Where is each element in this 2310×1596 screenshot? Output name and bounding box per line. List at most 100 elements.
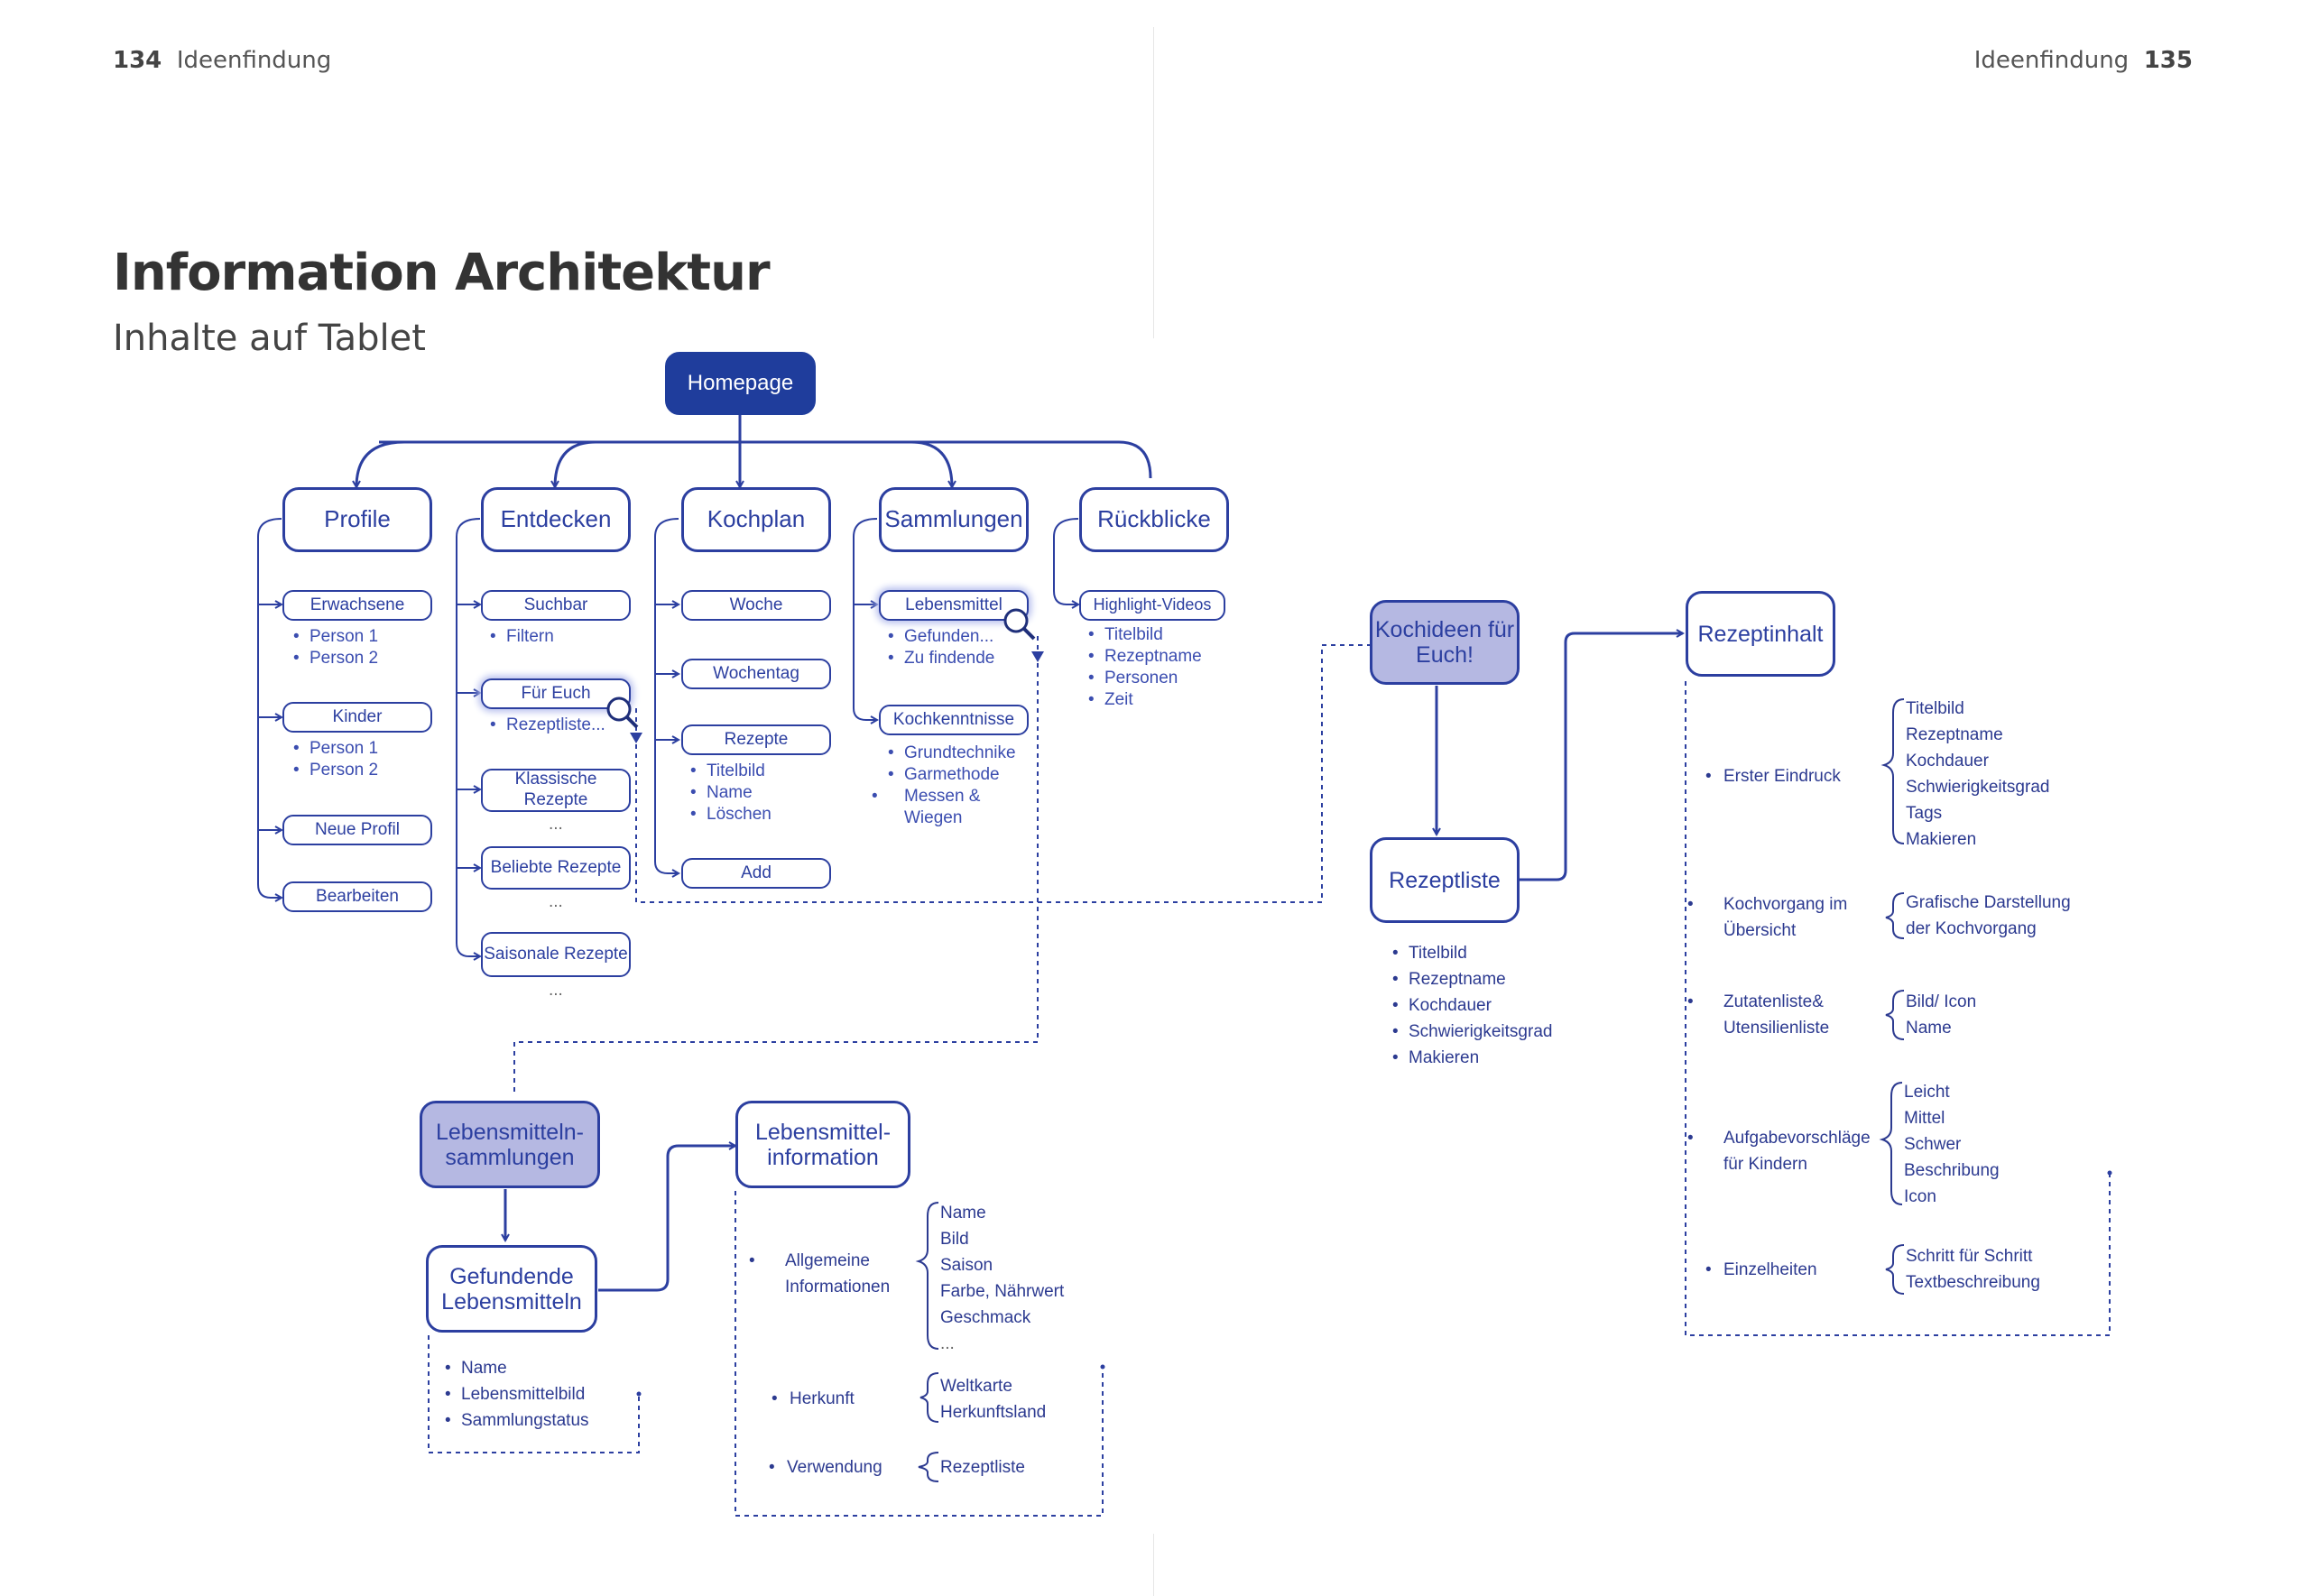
list-item: Löschen [690, 804, 772, 826]
sammlungen-node: Sammlungen [879, 487, 1029, 552]
left-page-number: 134 [113, 47, 162, 74]
list-item: Icon [1904, 1187, 1936, 1206]
list-item: Grundtechnike [888, 743, 1023, 764]
list-item: Person 1 [293, 738, 378, 760]
list-item: Person 2 [293, 648, 378, 669]
list-item: Mittel [1904, 1109, 1945, 1128]
list-item: Gefunden... [888, 626, 994, 648]
rezeptinhalt-group-items: Schritt für Schritt Textbeschreibung [1906, 1243, 2040, 1296]
list-item: Filtern [490, 626, 554, 648]
list-item: Rezeptliste... [490, 715, 605, 736]
list-item: Sammlungstatus [445, 1407, 589, 1434]
rezeptinhalt-group-label: Aufgabevorschläge für Kindern [1705, 1125, 1886, 1177]
list-item: Beschribung [1904, 1161, 2000, 1180]
list-item: Lebensmittelbild [445, 1381, 589, 1407]
kochkenntnisse-list: Grundtechnike Garmethode Messen & Wiegen [888, 743, 1023, 829]
list-item: Rezeptliste [940, 1458, 1025, 1477]
left-page-header: 134 Ideenfindung [113, 47, 331, 74]
rezeptinhalt-group-label: Einzelheiten [1705, 1257, 1817, 1283]
list-item: Garmethode [888, 764, 1023, 786]
rezeptinhalt-group-items: Leicht Mittel Schwer Beschribung Icon [1904, 1079, 2000, 1210]
wochentag-node: Wochentag [681, 659, 831, 689]
information-group-items: Name Bild Saison Farbe, Nährwert Geschma… [940, 1200, 1064, 1357]
right-page-header: Ideenfindung 135 [1974, 47, 2193, 74]
information-group-label: Herkunft [772, 1386, 855, 1412]
list-item: Person 2 [293, 760, 378, 781]
list-item: Schwierigkeitsgrad [1906, 778, 2050, 797]
rezeptinhalt-group-label: Zutatenliste& Utensilienliste [1705, 989, 1859, 1041]
list-item: Makieren [1392, 1045, 1552, 1071]
list-item: Name [445, 1355, 589, 1381]
lebensmittel-information-node: Lebensmittel-information [735, 1101, 910, 1188]
list-item: Weltkarte [940, 1377, 1012, 1396]
list-item: Rezeptname [1906, 725, 2003, 744]
group-label: Herkunft [772, 1386, 855, 1412]
add-node: Add [681, 858, 831, 889]
list-item: Rezeptname [1392, 966, 1552, 992]
group-label: Aufgabevorschläge für Kindern [1705, 1125, 1886, 1177]
list-item: Schwer [1904, 1135, 1962, 1154]
lebensmittel-list: Gefunden... Zu findende [888, 626, 994, 669]
list-item: Titelbild [1906, 699, 1964, 718]
list-item: Titelbild [690, 761, 772, 782]
suchbar-list: Filtern [490, 626, 554, 648]
lebensmitteln-sammlungen-node: Lebensmitteln-sammlungen [420, 1101, 600, 1188]
gefundende-lebensmitteln-node: Gefundende Lebensmitteln [426, 1245, 597, 1333]
kochideen-node: Kochideen für Euch! [1370, 600, 1520, 685]
list-item: Zeit [1088, 689, 1202, 711]
list-item: Rezeptname [1088, 646, 1202, 668]
group-label: Erster Eindruck [1705, 763, 1841, 789]
list-item: Saison [940, 1256, 993, 1275]
ellipsis: ... [549, 981, 563, 1000]
fuer-euch-node: Für Euch [481, 678, 631, 709]
erwachsene-list: Person 1 Person 2 [293, 626, 378, 669]
lebensmittel-node: Lebensmittel [879, 590, 1029, 621]
highlight-videos-node: Highlight-Videos [1079, 590, 1225, 621]
woche-node: Woche [681, 590, 831, 621]
list-item: Leicht [1904, 1083, 1950, 1102]
information-group-label: Allgemeine Informationen [767, 1248, 920, 1300]
list-item: Herkunftsland [940, 1403, 1047, 1422]
homepage-node: Homepage [665, 352, 816, 415]
rezeptinhalt-group-items: Titelbild Rezeptname Kochdauer Schwierig… [1906, 696, 2049, 853]
list-item: Name [940, 1204, 986, 1222]
suchbar-node: Suchbar [481, 590, 631, 621]
list-item: Textbeschreibung [1906, 1273, 2040, 1292]
group-label: Verwendung [769, 1454, 882, 1481]
entdecken-node: Entdecken [481, 487, 631, 552]
list-item: Person 1 [293, 626, 378, 648]
list-item: Name [1906, 1019, 1952, 1038]
list-item: Tags [1906, 804, 1943, 823]
list-item: Messen & Wiegen [888, 786, 1023, 829]
group-label: Zutatenliste& Utensilienliste [1705, 989, 1859, 1041]
list-item: der Kochvorgang [1906, 919, 2037, 938]
list-item: Name [690, 782, 772, 804]
list-item: Schritt für Schritt [1906, 1247, 2033, 1266]
page-gutter-bottom [1153, 1534, 1154, 1596]
rezeptliste-list: Titelbild Rezeptname Kochdauer Schwierig… [1392, 940, 1552, 1071]
right-page-number: 135 [2143, 47, 2193, 74]
list-item: ... [940, 1334, 955, 1353]
rezeptinhalt-group-items: Bild/ Icon Name [1906, 989, 1976, 1041]
rezeptinhalt-node: Rezeptinhalt [1686, 591, 1835, 677]
list-item: Makieren [1906, 830, 1977, 849]
bearbeiten-node: Bearbeiten [282, 881, 432, 912]
profile-node: Profile [282, 487, 432, 552]
list-item: Titelbild [1392, 940, 1552, 966]
beliebte-rezepte-node: Beliebte Rezepte [481, 846, 631, 890]
kinder-list: Person 1 Person 2 [293, 738, 378, 781]
page-gutter-top [1153, 27, 1154, 338]
rezeptliste-node: Rezeptliste [1370, 837, 1520, 923]
kochplan-node: Kochplan [681, 487, 831, 552]
ellipsis: ... [549, 892, 563, 911]
list-item: Geschmack [940, 1308, 1031, 1327]
neue-profil-node: Neue Profil [282, 815, 432, 845]
fuer-euch-list: Rezeptliste... [490, 715, 605, 736]
left-section-name: Ideenfindung [176, 47, 332, 74]
kochkenntnisse-node: Kochkenntnisse [879, 705, 1029, 735]
right-section-name: Ideenfindung [1973, 47, 2130, 74]
gefundende-list: Name Lebensmittelbild Sammlungstatus [445, 1355, 589, 1434]
ellipsis: ... [549, 815, 563, 834]
list-item: Titelbild [1088, 624, 1202, 646]
